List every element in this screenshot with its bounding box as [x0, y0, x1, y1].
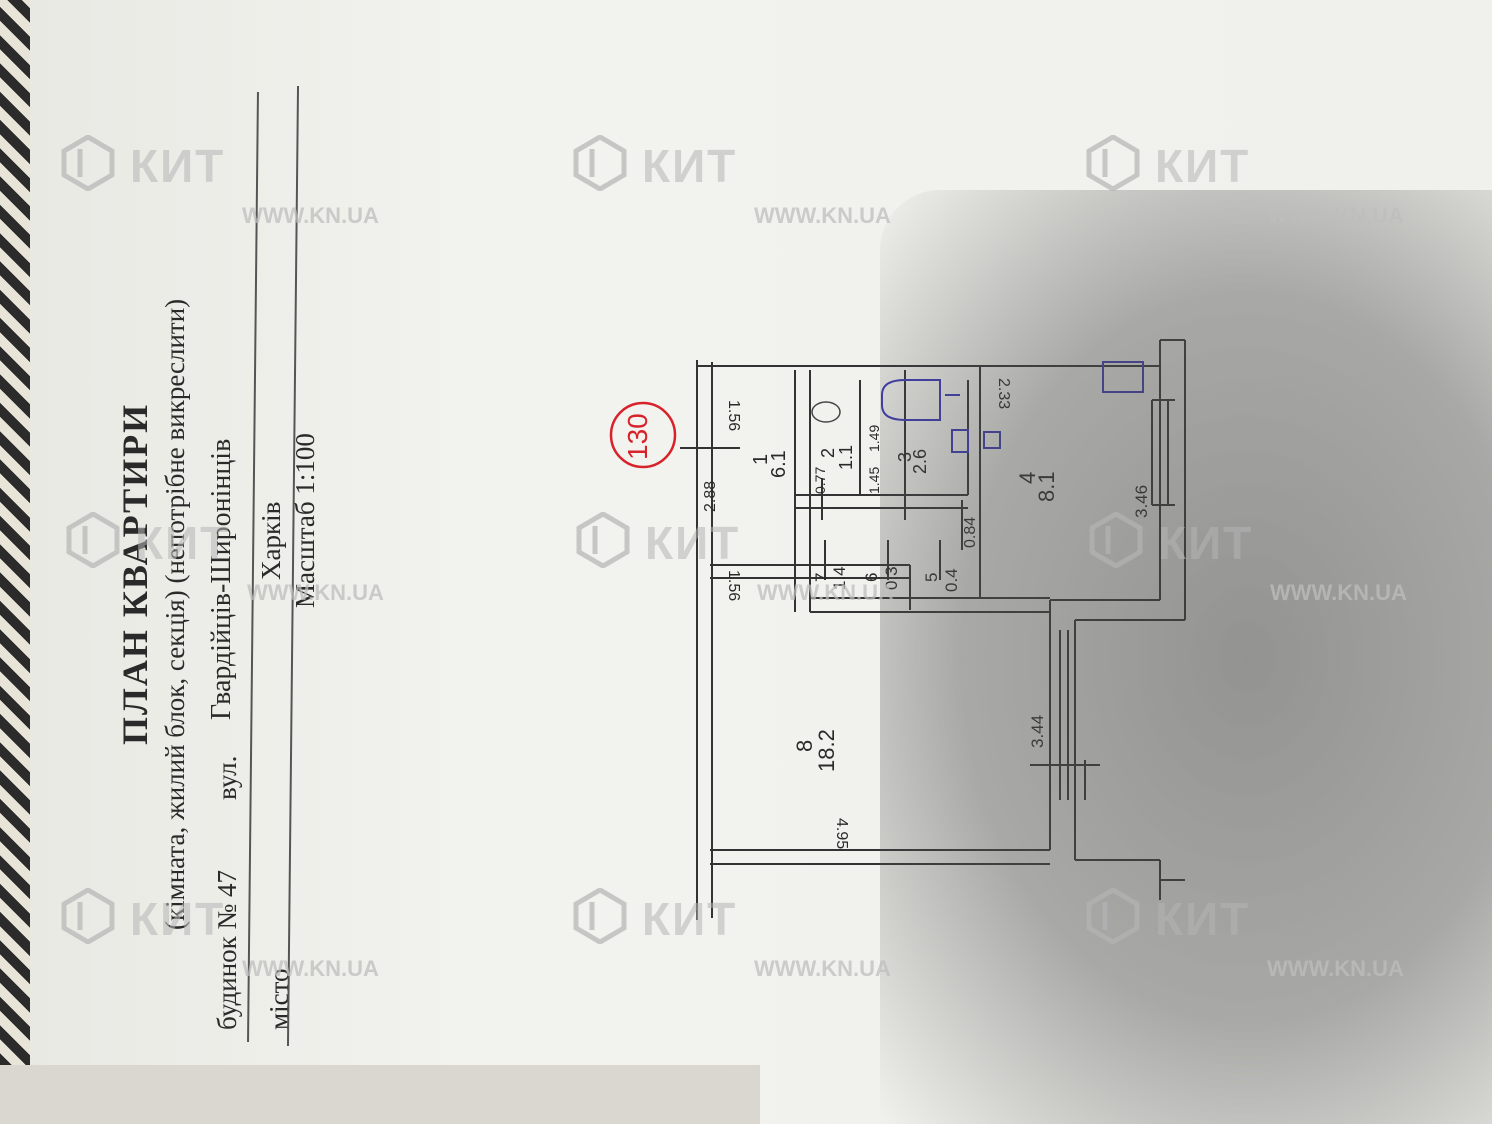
room-5-label: 5: [922, 572, 941, 582]
kit-logo-icon: [573, 135, 627, 191]
book-page-edge: [0, 1065, 760, 1124]
kit-logo-icon: [576, 512, 630, 568]
kit-logo-icon: [61, 888, 115, 944]
watermark: КИТ WWW.KN.UA: [1085, 888, 1404, 988]
page-subtitle: (кімната, жилий блок, секція) (непотрібн…: [160, 298, 190, 930]
dimension-label: 1.49: [866, 424, 882, 452]
kit-logo-icon: [1089, 512, 1143, 568]
dimension-label: 1.45: [866, 466, 882, 494]
kit-logo-icon: [66, 512, 120, 568]
dimension-label: 2.88: [702, 480, 719, 512]
kit-logo-icon: [61, 135, 115, 191]
room-8-area: 18.2: [814, 729, 839, 772]
watermark: КИТ WWW.KN.UA: [572, 888, 891, 988]
kit-logo-icon: [573, 888, 627, 944]
kit-logo-icon: [1086, 135, 1140, 191]
room-4-area: 8.1: [1034, 471, 1059, 502]
room-1-area: 6.1: [768, 450, 790, 478]
watermark: КИТ WWW.KN.UA: [65, 512, 384, 612]
apartment-number: 130: [622, 413, 653, 460]
dimension-label: 3.44: [1028, 714, 1047, 748]
watermark: КИТ WWW.KN.UA: [60, 888, 379, 988]
watermark: КИТ WWW.KN.UA: [1085, 135, 1404, 235]
dimension-label: 1.56: [725, 400, 742, 432]
kit-logo-icon: [1086, 888, 1140, 944]
dimension-label: 4.95: [833, 818, 850, 850]
watermark: КИТ WWW.KN.UA: [60, 135, 379, 235]
watermark: КИТ WWW.KN.UA: [572, 135, 891, 235]
room-2-area: 1.1: [836, 444, 856, 470]
dimension-label: 2.33: [995, 378, 1012, 410]
watermark: КИТ WWW.KN.UA: [575, 512, 894, 612]
room-3-area: 2.6: [910, 448, 930, 474]
street-label: вул.: [212, 755, 242, 800]
dimension-label: 0.77: [812, 466, 828, 494]
dimension-label: 0.84: [962, 516, 979, 548]
watermark: КИТ WWW.KN.UA: [1088, 512, 1407, 612]
room-5-area: 0.4: [942, 568, 961, 592]
